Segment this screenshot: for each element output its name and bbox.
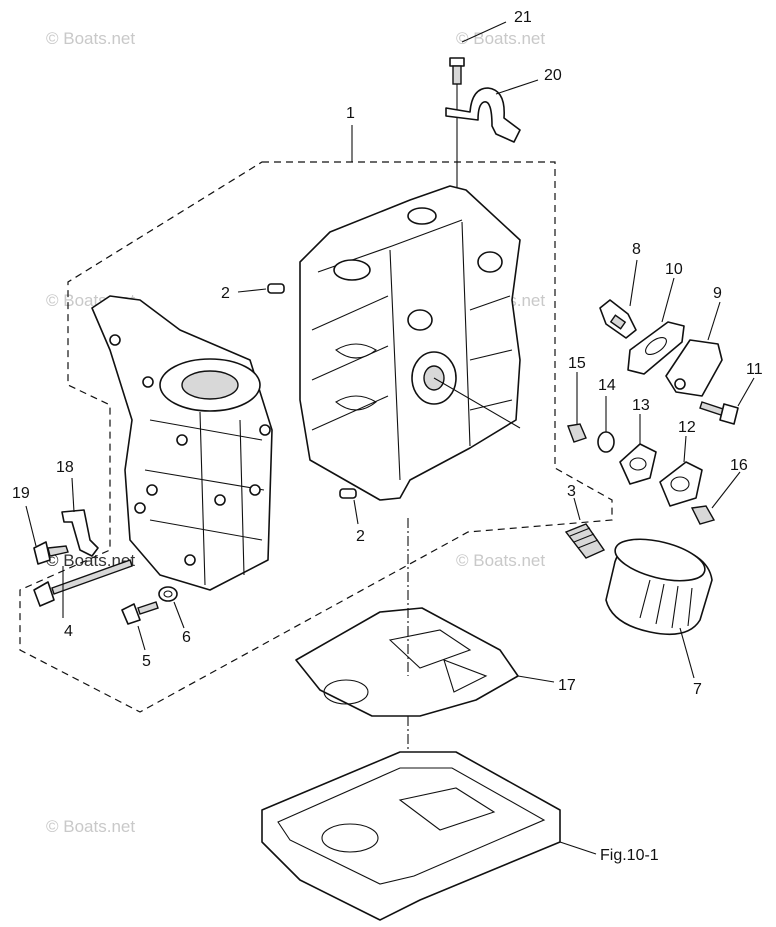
- callout-5: 5: [142, 653, 151, 670]
- bracket-20: [445, 87, 521, 143]
- gasket-13: [619, 443, 657, 485]
- callout-21: 21: [514, 9, 532, 26]
- watermark-7: © Boats.net: [46, 817, 135, 836]
- callout-15: 15: [568, 355, 586, 372]
- callouts: 1 2 2 3 4 5 6 7 8 9 10 11 12 13 14 15 16…: [12, 9, 763, 864]
- callout-3: 3: [567, 483, 576, 500]
- callout-7: 7: [693, 681, 702, 698]
- callout-6: 6: [182, 629, 191, 646]
- plate-12: [659, 461, 703, 507]
- assembly-boundary: [19, 161, 613, 713]
- bolt-19: [33, 541, 69, 565]
- callout-10: 10: [665, 261, 683, 278]
- callout-1: 1: [346, 105, 355, 122]
- bolt-4: [33, 559, 133, 607]
- watermark-5: © Boats.net: [46, 551, 135, 570]
- watermark-6: © Boats.net: [456, 551, 545, 570]
- callout-20: 20: [544, 67, 562, 84]
- sensor-8: [599, 299, 637, 339]
- callout-13: 13: [632, 397, 650, 414]
- callout-19: 19: [12, 485, 30, 502]
- bolt-11: [699, 401, 739, 425]
- callout-12: 12: [678, 419, 696, 436]
- callout-2-upper: 2: [221, 285, 230, 302]
- dowel-2-upper: [267, 283, 285, 294]
- bolt-16: [690, 505, 716, 525]
- callout-18: 18: [56, 459, 74, 476]
- gasket-10: [627, 321, 685, 375]
- base-plate: [261, 751, 561, 921]
- bolt-21: [449, 57, 465, 190]
- callout-4: 4: [64, 623, 73, 640]
- oil-filter-7: [605, 538, 713, 636]
- spacer-14: [597, 431, 615, 453]
- washer-6: [158, 586, 178, 602]
- callout-16: 16: [730, 457, 748, 474]
- dowel-2-lower: [339, 488, 357, 499]
- figure-label: Fig.10-1: [600, 847, 659, 864]
- callout-2-lower: 2: [356, 528, 365, 545]
- watermark-2: © Boats.net: [456, 29, 545, 48]
- gasket-17: [295, 607, 519, 717]
- callout-14: 14: [598, 377, 616, 394]
- leader-lines: [25, 21, 755, 855]
- bracket-18: [61, 509, 99, 557]
- callout-8: 8: [632, 241, 641, 258]
- watermark-1: © Boats.net: [46, 29, 135, 48]
- callout-9: 9: [713, 285, 722, 302]
- callout-11: 11: [746, 361, 763, 378]
- callout-17: 17: [558, 677, 576, 694]
- crankcase: [91, 295, 273, 591]
- bolt-5: [121, 601, 159, 625]
- fitting-3: [564, 523, 606, 559]
- bolt-15: [567, 423, 587, 443]
- cylinder-block-1: [299, 185, 521, 501]
